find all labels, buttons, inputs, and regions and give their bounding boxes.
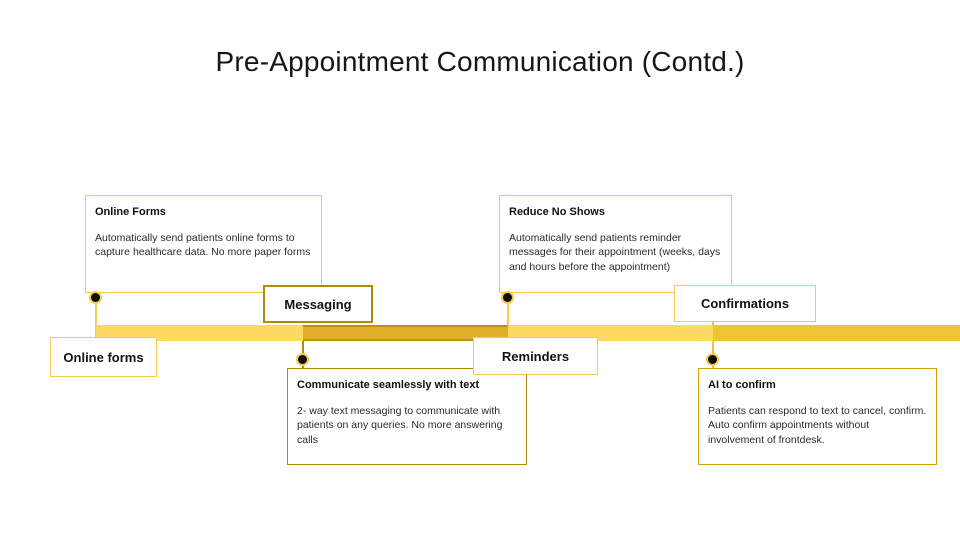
callout-reduce-no-shows-title: Reduce No Shows [509, 206, 605, 218]
milestone-dot-reminders [501, 291, 514, 304]
callout-ai-to-confirm-title: AI to confirm [708, 379, 776, 391]
milestone-label-messaging: Messaging [263, 285, 373, 323]
callout-online-forms-title: Online Forms [95, 206, 166, 218]
callout-communicate-text: Communicate seamlessly with text 2- way … [287, 368, 527, 465]
milestone-dot-confirmations [706, 353, 719, 366]
connector-reminders [507, 293, 509, 325]
callout-reduce-no-shows: Reduce No Shows Automatically send patie… [499, 195, 732, 293]
callout-reduce-no-shows-body: Automatically send patients reminder mes… [509, 232, 721, 273]
milestone-dot-online-forms [89, 291, 102, 304]
callout-communicate-text-title: Communicate seamlessly with text [297, 379, 480, 391]
callout-online-forms-body: Automatically send patients online forms… [95, 232, 311, 259]
timeline-segment-2 [303, 325, 508, 341]
callout-communicate-text-body: 2- way text messaging to communicate wit… [297, 405, 503, 446]
callout-online-forms: Online Forms Automatically send patients… [85, 195, 322, 293]
callout-ai-to-confirm: AI to confirm Patients can respond to te… [698, 368, 937, 465]
connector-online-forms [95, 293, 97, 340]
slide-title: Pre-Appointment Communication (Contd.) [215, 46, 745, 77]
connector-confirmations [712, 322, 714, 368]
milestone-dot-messaging [296, 353, 309, 366]
timeline-segment-4 [713, 325, 960, 341]
milestone-label-reminders: Reminders [473, 337, 598, 375]
milestone-label-confirmations: Confirmations [674, 285, 816, 322]
callout-ai-to-confirm-body: Patients can respond to text to cancel, … [708, 405, 927, 446]
milestone-label-online-forms: Online forms [50, 337, 157, 377]
